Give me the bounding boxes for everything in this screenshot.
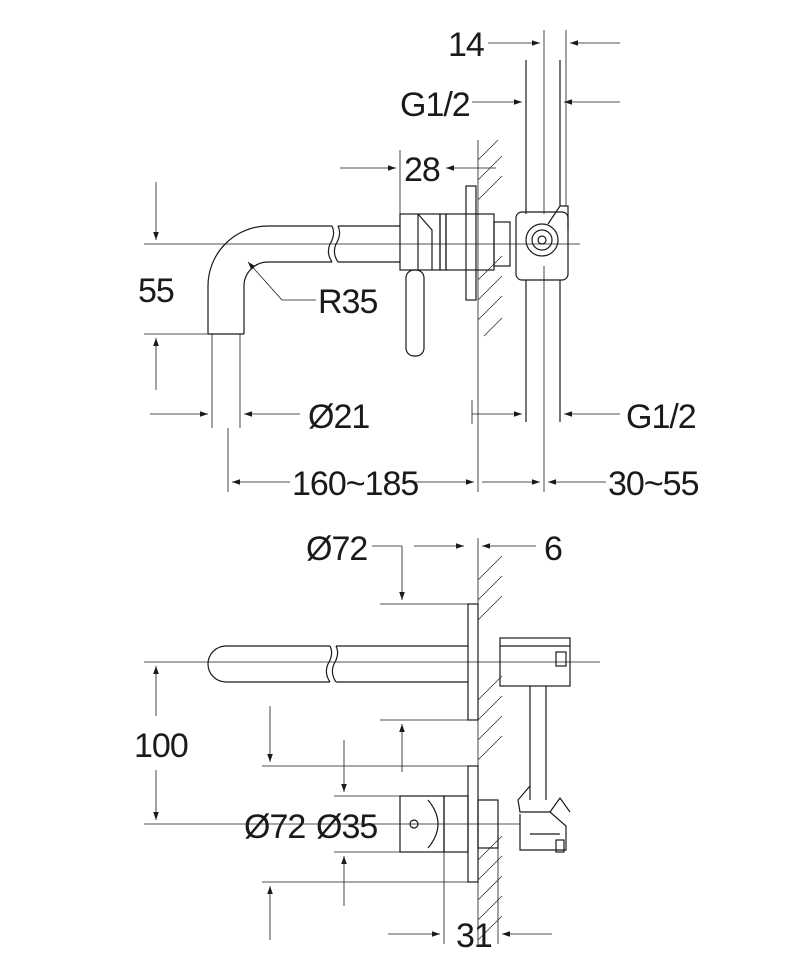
handle-body bbox=[399, 185, 495, 357]
wall-hatching-top bbox=[477, 139, 503, 338]
dim-r35-label: R35 bbox=[318, 283, 377, 321]
dim-21: Ø21 bbox=[150, 398, 370, 436]
spout-pipe bbox=[207, 225, 400, 428]
dim-handle: Ø35 bbox=[316, 740, 400, 906]
dim-31: 31 bbox=[388, 848, 552, 955]
dim-thread-lower: G1/2 bbox=[471, 398, 697, 436]
dim-plate-thickness-label: 6 bbox=[544, 530, 562, 568]
dim-thread-lower-label: G1/2 bbox=[626, 398, 696, 436]
valve-body-front bbox=[499, 637, 571, 853]
dim-100: 100 bbox=[134, 666, 189, 820]
dim-reach-label: 160~185 bbox=[292, 465, 418, 503]
spout-front bbox=[144, 645, 600, 683]
dim-r35: R35 bbox=[247, 261, 378, 321]
side-view: 14 G1/2 28 55 R35 bbox=[138, 26, 700, 503]
dim-14: 14 bbox=[448, 26, 620, 64]
valve-body bbox=[493, 30, 569, 492]
dim-thread-upper-label: G1/2 bbox=[400, 86, 470, 124]
dim-100-label: 100 bbox=[134, 727, 188, 765]
front-view: Ø72 6 100 Ø72 Ø35 bbox=[134, 530, 600, 955]
dim-28-label: 28 bbox=[404, 151, 440, 189]
dim-plate-lower: Ø72 bbox=[244, 706, 468, 940]
dim-55: 55 bbox=[138, 182, 208, 390]
wall-plate-upper bbox=[467, 603, 479, 721]
dim-plate-lower-label: Ø72 bbox=[244, 808, 305, 846]
dim-thread-upper: G1/2 bbox=[400, 86, 620, 124]
dim-plate-upper: Ø72 6 bbox=[306, 530, 563, 772]
dim-plate-upper-label: Ø72 bbox=[306, 530, 367, 568]
dim-31-label: 31 bbox=[456, 917, 492, 955]
dim-28: 28 bbox=[340, 150, 496, 214]
dim-14-label: 14 bbox=[448, 26, 484, 64]
handle-front bbox=[144, 765, 520, 883]
dim-21-label: Ø21 bbox=[308, 398, 369, 436]
dim-55-label: 55 bbox=[138, 272, 174, 310]
dim-reach: 160~185 30~55 bbox=[227, 338, 700, 503]
dim-wall-depth-label: 30~55 bbox=[608, 465, 699, 503]
dim-handle-label: Ø35 bbox=[316, 808, 377, 846]
